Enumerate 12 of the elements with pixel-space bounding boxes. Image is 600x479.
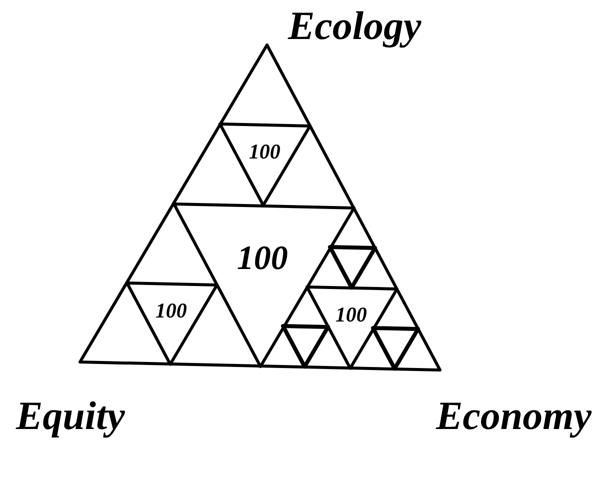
inverted-triangle: [327, 244, 378, 291]
number-label: 100: [248, 142, 280, 162]
inverted-triangle: [370, 325, 422, 372]
corner-label: Economy: [436, 396, 592, 436]
number-label: 100: [335, 304, 367, 325]
corner-label: Equity: [16, 396, 125, 436]
inverted-triangle: [124, 280, 220, 367]
corner-label: Ecology: [288, 6, 422, 46]
number-label: 100: [236, 242, 288, 276]
number-label: 100: [155, 300, 187, 321]
inverted-triangle: [280, 323, 332, 370]
inverted-triangle: [304, 284, 400, 371]
